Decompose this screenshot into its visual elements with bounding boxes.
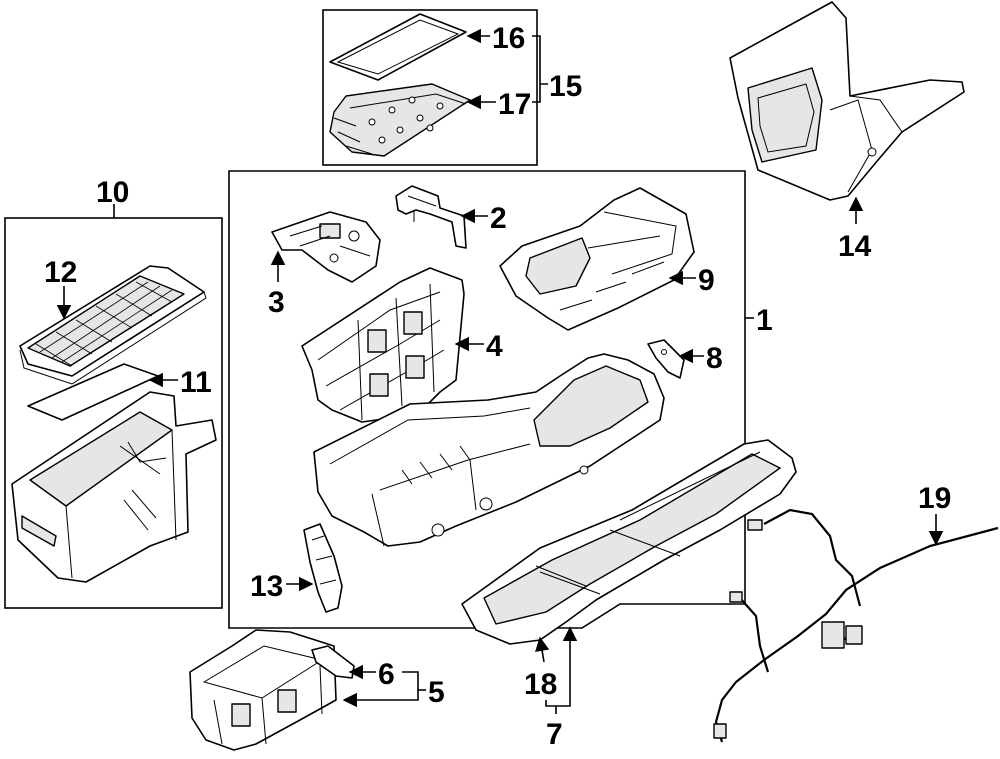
callout-19: 19 (918, 482, 951, 515)
part-lid-seal (329, 13, 467, 81)
part-lid-inner-panel (329, 83, 471, 157)
callout-15: 15 (549, 70, 582, 103)
leader-15 (532, 35, 548, 103)
callout-11: 11 (180, 366, 212, 399)
callout-6: 6 (378, 658, 395, 691)
callout-17: 17 (498, 88, 531, 121)
part-side-bracket (303, 523, 343, 613)
callout-10: 10 (96, 176, 129, 209)
callout-12: 12 (44, 256, 77, 289)
leader-5 (342, 671, 419, 708)
part-storage-bin (11, 391, 217, 583)
callout-5: 5 (428, 676, 445, 709)
part-wiring-harness (713, 508, 999, 743)
callout-3: 3 (268, 286, 285, 319)
part-clip (647, 339, 685, 379)
callout-7: 7 (546, 718, 563, 751)
part-floor-bracket (461, 439, 797, 645)
leader-18 (535, 636, 550, 663)
callout-4: 4 (486, 330, 503, 363)
callout-13: 13 (250, 570, 283, 603)
part-console-frame (301, 267, 465, 423)
part-bracket-left (271, 211, 381, 283)
console-assembly-frame (228, 170, 746, 629)
callout-9: 9 (698, 264, 715, 297)
part-armrest-lid (19, 265, 207, 385)
callout-18: 18 (524, 668, 557, 701)
lid-assembly-frame (322, 9, 538, 166)
part-upper-bin (499, 187, 695, 331)
callout-8: 8 (706, 342, 723, 375)
part-rear-trim-panel (729, 1, 965, 201)
part-bracket-upper (395, 185, 467, 249)
part-lower-bracket (189, 629, 337, 751)
callout-14: 14 (838, 230, 872, 263)
callout-16: 16 (492, 22, 525, 55)
part-console-body (313, 353, 665, 547)
callout-1: 1 (756, 304, 773, 337)
leader-7 (545, 626, 578, 707)
callout-2: 2 (490, 202, 507, 235)
